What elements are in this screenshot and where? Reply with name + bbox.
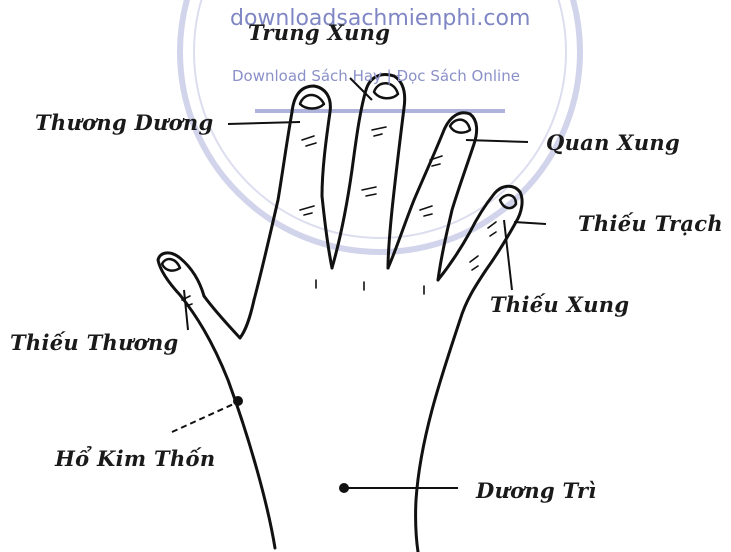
label-trung-xung: Trung Xung [248, 20, 390, 45]
label-thieu-thuong: Thiếu Thương [10, 330, 179, 355]
watermark-tagline: Download Sách Hay | Đọc Sách Online [232, 67, 520, 85]
leader-lines [172, 78, 546, 492]
label-quan-xung: Quan Xung [546, 130, 680, 155]
label-thieu-xung: Thiếu Xung [490, 292, 629, 317]
label-thieu-trach: Thiếu Trạch [578, 211, 723, 236]
label-thuong-duong: Thương Dương [35, 110, 213, 135]
label-duong-tri: Dương Trì [476, 478, 597, 503]
label-ho-kim-thon: Hổ Kim Thốn [55, 446, 215, 471]
hand-outline [158, 75, 522, 552]
